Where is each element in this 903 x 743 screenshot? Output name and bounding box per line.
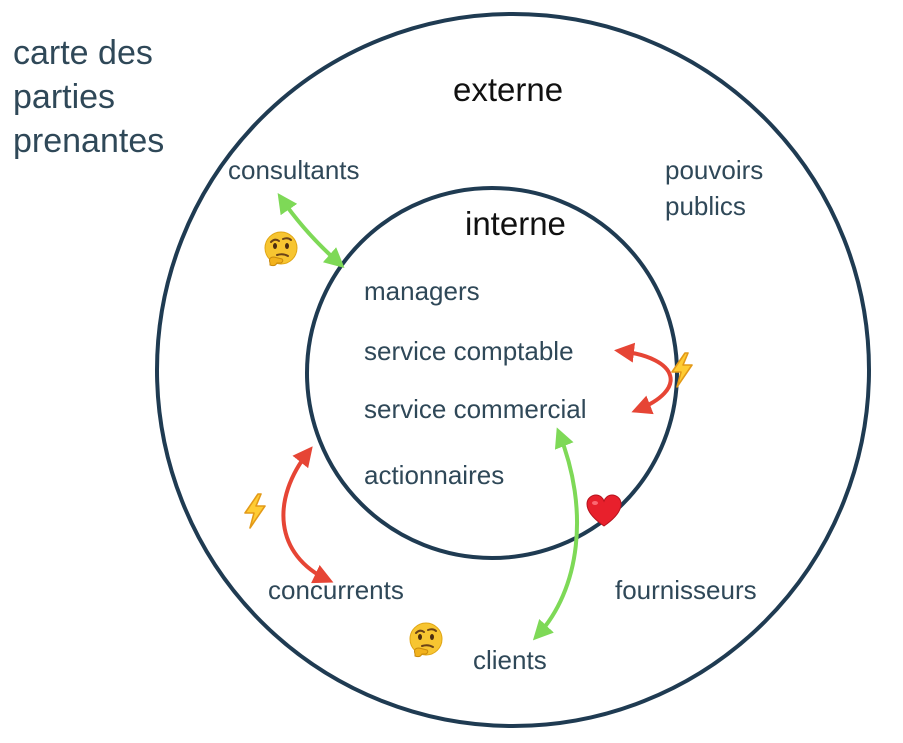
external-ring-label: externe bbox=[453, 71, 564, 108]
label-competitors: concurrents bbox=[268, 575, 404, 605]
internal-ring-label: interne bbox=[465, 205, 566, 242]
thinking-face-emoji bbox=[262, 230, 300, 274]
title-line-3: prenantes bbox=[13, 122, 165, 160]
label-public-authorities-2: publics bbox=[665, 191, 746, 221]
label-sales: service commercial bbox=[364, 394, 587, 424]
label-clients: clients bbox=[473, 645, 547, 675]
arrow-clients-sales bbox=[532, 427, 579, 641]
thinking-face-emoji bbox=[407, 621, 445, 665]
arrow-consultants-managers bbox=[277, 193, 345, 268]
title-line-1: carte des bbox=[13, 34, 153, 72]
lightning-emoji bbox=[668, 352, 696, 392]
arrow-accounting-sales bbox=[614, 342, 673, 415]
label-suppliers: fournisseurs bbox=[615, 575, 757, 605]
diagram-title: carte des parties prenantes bbox=[13, 31, 213, 163]
arrow-competitors-internal bbox=[281, 446, 334, 584]
internal-ring bbox=[305, 186, 679, 560]
heart-emoji bbox=[585, 493, 623, 533]
label-consultants: consultants bbox=[228, 155, 360, 185]
lightning-emoji bbox=[241, 493, 269, 533]
title-line-2: parties bbox=[13, 78, 116, 116]
label-shareholders: actionnaires bbox=[364, 460, 505, 490]
label-accounting: service comptable bbox=[364, 336, 574, 366]
external-ring bbox=[155, 12, 871, 728]
label-public-authorities-1: pouvoirs bbox=[665, 155, 764, 185]
label-managers: managers bbox=[364, 276, 480, 306]
